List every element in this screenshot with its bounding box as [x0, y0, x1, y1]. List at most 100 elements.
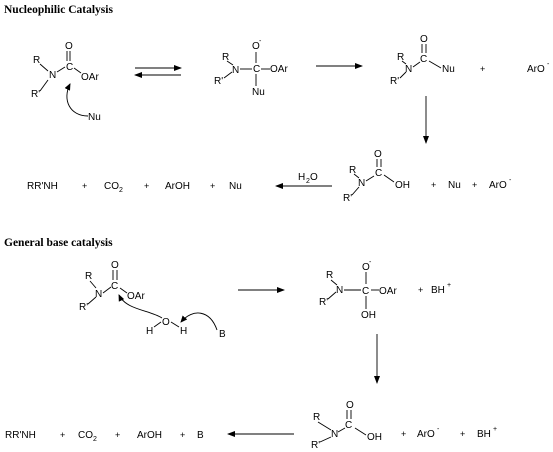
- svg-text:O: O: [420, 34, 428, 45]
- svg-text:N: N: [95, 289, 102, 300]
- svg-text:-: -: [547, 61, 550, 68]
- products-nucleophilic: RR'NH + CO 2 + ArOH + Nu: [27, 181, 242, 194]
- svg-text:C: C: [420, 54, 427, 65]
- svg-text:R': R': [214, 76, 223, 87]
- co2-product: CO: [78, 430, 93, 441]
- svg-text:2: 2: [119, 187, 123, 194]
- svg-text:+: +: [447, 282, 451, 289]
- svg-text:H: H: [146, 326, 153, 337]
- svg-text:+: +: [210, 181, 215, 191]
- svg-text:R': R': [31, 89, 40, 100]
- svg-text:ArO: ArO: [527, 64, 545, 75]
- svg-text:BH: BH: [431, 285, 445, 296]
- svg-text:+: +: [493, 426, 497, 433]
- svg-text:OH: OH: [367, 432, 382, 443]
- carbamate-reactant-1: R N R' C O OAr Nu: [31, 41, 101, 123]
- svg-text:O: O: [362, 262, 370, 273]
- svg-text:OAr: OAr: [81, 72, 99, 83]
- svg-text:R': R': [343, 193, 352, 204]
- water-molecule: O H H: [118, 294, 187, 337]
- carbamic-acid-2: R N R' C O OH: [311, 400, 382, 451]
- curved-arrow-water-attack: [118, 294, 163, 319]
- svg-text:N: N: [49, 70, 56, 81]
- svg-text:C: C: [362, 286, 369, 297]
- plus-sign: +: [431, 180, 436, 190]
- svg-text:-: -: [509, 177, 512, 184]
- svg-text:-: -: [369, 259, 372, 266]
- svg-text:-: -: [437, 426, 440, 433]
- svg-text:+: +: [180, 430, 185, 440]
- heading-nucleophilic-catalysis: Nucleophilic Catalysis: [4, 4, 113, 16]
- svg-text:R: R: [397, 52, 404, 63]
- svg-text:OAr: OAr: [379, 286, 397, 297]
- svg-text:R: R: [349, 165, 356, 176]
- svg-text:R: R: [313, 412, 320, 423]
- heading-general-base-catalysis: General base catalysis: [4, 237, 113, 249]
- svg-text:O: O: [310, 172, 318, 183]
- acyl-nucleophile-intermediate: R N R' C O Nu: [390, 34, 455, 87]
- svg-text:2: 2: [93, 436, 97, 443]
- plus-sign: +: [472, 180, 477, 190]
- svg-text:OH: OH: [361, 310, 376, 321]
- svg-text:R': R': [311, 440, 320, 451]
- nucleophile-regenerated: Nu: [448, 180, 461, 191]
- equilibrium-arrows: [134, 65, 182, 78]
- svg-text:C: C: [111, 281, 118, 292]
- svg-text:R': R': [319, 297, 328, 308]
- svg-text:N: N: [405, 64, 412, 75]
- svg-text:R: R: [33, 55, 40, 66]
- svg-text:O: O: [65, 41, 73, 52]
- svg-text:O: O: [162, 317, 170, 328]
- carbamic-acid-1: R N R' C O OH: [343, 149, 410, 204]
- svg-text:BH: BH: [477, 429, 491, 440]
- plus-sign: +: [418, 285, 423, 295]
- svg-text:R: R: [222, 52, 229, 63]
- base-regenerated: B: [197, 430, 204, 441]
- svg-text:H: H: [298, 172, 305, 183]
- plus-sign: +: [460, 429, 465, 439]
- svg-text:R': R': [390, 76, 399, 87]
- tetrahedral-intermediate-2: R N R' C O - OAr OH: [319, 259, 397, 321]
- water-label: H 2 O: [298, 172, 318, 185]
- svg-text:OAr: OAr: [270, 64, 288, 75]
- svg-text:N: N: [232, 65, 239, 76]
- aryloxide-product-2: ArO -: [489, 177, 512, 191]
- svg-text:O: O: [346, 400, 354, 411]
- phenol-product: ArOH: [137, 430, 162, 441]
- co2-product: CO: [104, 181, 119, 192]
- plus-sign: +: [401, 429, 406, 439]
- svg-text:-: -: [259, 38, 262, 45]
- svg-text:R: R: [85, 271, 92, 282]
- svg-text:ArO: ArO: [417, 429, 435, 440]
- svg-text:R: R: [326, 270, 333, 281]
- svg-text:N: N: [358, 178, 365, 189]
- svg-text:R': R': [79, 302, 88, 313]
- svg-text:2: 2: [306, 178, 310, 185]
- svg-text:+: +: [144, 181, 149, 191]
- svg-text:+: +: [82, 181, 87, 191]
- svg-text:+: +: [115, 430, 120, 440]
- svg-text:H: H: [180, 326, 187, 337]
- conjugate-acid-2: BH +: [477, 426, 497, 440]
- nucleophile-label: Nu: [88, 112, 101, 123]
- nucleophile-product: Nu: [229, 181, 242, 192]
- svg-text:Nu: Nu: [252, 87, 265, 98]
- aryloxide-product-1: ArO -: [527, 61, 550, 75]
- amine-product: RR'NH: [27, 181, 58, 192]
- svg-text:N: N: [331, 429, 338, 440]
- plus-sign: +: [480, 64, 485, 74]
- svg-text:Nu: Nu: [442, 64, 455, 75]
- aryloxide-product-3: ArO -: [417, 426, 440, 440]
- carbamate-reactant-2: R N R' C O OAr: [79, 260, 145, 313]
- svg-text:OH: OH: [395, 180, 410, 191]
- amine-product: RR'NH: [5, 430, 36, 441]
- svg-text:+: +: [60, 430, 65, 440]
- phenol-product: ArOH: [165, 181, 190, 192]
- svg-text:N: N: [336, 285, 343, 296]
- svg-text:C: C: [345, 420, 352, 431]
- svg-text:C: C: [66, 62, 73, 73]
- products-general-base: RR'NH + CO 2 + ArOH + B: [5, 430, 204, 443]
- svg-text:O: O: [111, 260, 119, 271]
- svg-text:O: O: [374, 149, 382, 160]
